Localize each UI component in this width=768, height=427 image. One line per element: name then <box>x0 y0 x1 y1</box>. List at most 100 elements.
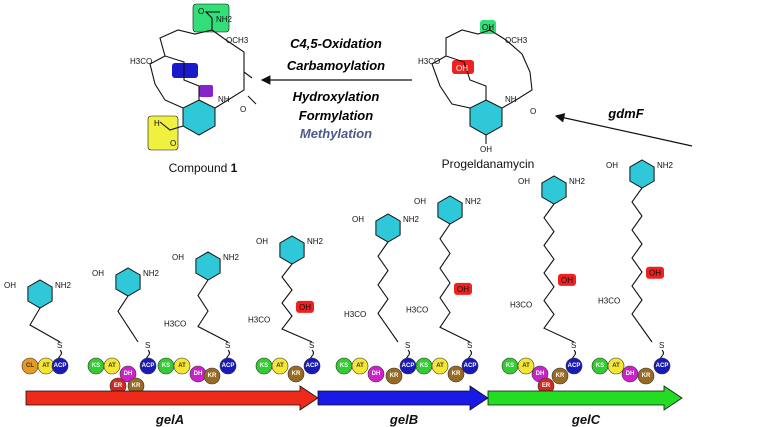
domain-kr <box>637 367 655 385</box>
atom-oh: OH <box>457 285 469 294</box>
polyketide-chain <box>377 241 399 343</box>
atom-s: S <box>659 341 664 350</box>
atom-oh: OH <box>482 23 494 32</box>
atom-oh: OH <box>352 215 364 224</box>
domain-at <box>431 357 449 375</box>
domain-label-acp: ACP <box>142 363 155 369</box>
domain-label-ks: KS <box>260 363 268 369</box>
atom-nh: NH <box>218 95 230 104</box>
gene-arrow-gela <box>25 385 319 411</box>
domain-label-at: AT <box>276 363 284 369</box>
domain-label-kr: KR <box>556 373 565 379</box>
domain-kr <box>385 367 403 385</box>
hydroxyl-highlight <box>558 273 576 286</box>
atom-o: O <box>530 107 536 116</box>
atom-nh2: NH2 <box>55 281 72 290</box>
domain-label-at: AT <box>42 363 50 369</box>
atom-och3: OCH3 <box>226 36 249 45</box>
domain-dh <box>119 365 137 383</box>
domain-at <box>517 357 535 375</box>
atom-oh: OH <box>4 281 16 290</box>
atom-s: S <box>571 341 576 350</box>
arrow-to-progeldanamycin <box>554 113 693 147</box>
polyketide-chain <box>197 279 229 343</box>
atom-nh2: NH2 <box>569 177 586 186</box>
atom-h3co: H3CO <box>418 57 440 66</box>
atom-h: H <box>154 119 160 128</box>
progeldanamycin-label: Progeldanamycin <box>442 157 535 171</box>
atom-oh: OH <box>256 237 268 246</box>
domain-label-acp: ACP <box>568 363 581 369</box>
atom-h3co: H3CO <box>598 297 620 306</box>
gene-arrow-gelb <box>317 385 489 411</box>
aromatic-ring <box>437 195 463 225</box>
gene-label-gelb: gelB <box>389 412 418 427</box>
domain-acp <box>653 357 671 375</box>
atom-h3co: H3CO <box>164 320 186 329</box>
step-oxidation: C4,5-Oxidation <box>290 36 382 51</box>
aromatic-ring <box>115 267 141 297</box>
domain-label-dh: DH <box>124 371 133 377</box>
hydroxyl-extra-highlight <box>199 85 213 97</box>
atom-oh: OH <box>414 197 426 206</box>
atom-oh: OH <box>172 253 184 262</box>
polyketide-chain <box>281 263 313 343</box>
domain-label-kr: KR <box>452 371 461 377</box>
gene-label-gela: gelA <box>155 412 184 427</box>
atom-nh2: NH2 <box>657 161 674 170</box>
atom-o: O <box>240 105 246 114</box>
atom-s: S <box>57 341 62 350</box>
atom-h3co: H3CO <box>344 310 366 319</box>
progeldanamycin-ring <box>469 99 503 136</box>
atom-s: S <box>467 341 472 350</box>
domain-label-at: AT <box>178 363 186 369</box>
polyketide-chain <box>117 295 139 343</box>
atom-h3co: H3CO <box>510 301 532 310</box>
progeldanamycin-structure: H3CO OCH3 OH OH NH O OH <box>418 20 536 154</box>
aromatic-ring <box>629 159 655 189</box>
aromatic-ring <box>195 251 221 281</box>
atom-nh2: NH2 <box>143 269 160 278</box>
atom-s: S <box>225 341 230 350</box>
domain-label-kr: KR <box>390 373 399 379</box>
polyketide-chain <box>29 307 61 343</box>
atom-h3co: H3CO <box>130 57 152 66</box>
gene-arrows: gelA gelB gelC <box>25 385 683 427</box>
atom-nh2: NH2 <box>403 215 420 224</box>
atom-h3co: H3CO <box>406 306 428 315</box>
atom-oh: OH <box>299 303 311 312</box>
domain-kr <box>551 367 569 385</box>
compound-1-structure: H3CO OCH3 NH2 O NH H O O <box>130 3 257 151</box>
atom-oh: OH <box>561 276 573 285</box>
domain-label-er: ER <box>542 383 551 389</box>
domain-label-acp: ACP <box>222 363 235 369</box>
domain-label-ks: KS <box>506 363 514 369</box>
domain-label-dh: DH <box>194 371 203 377</box>
hydroxyl-highlight <box>296 300 314 313</box>
domain-label-acp: ACP <box>656 363 669 369</box>
domain-at <box>351 357 369 375</box>
carbamoyl-highlight <box>192 3 230 33</box>
progeldanamycin-hydroxyl-red <box>452 60 474 74</box>
formyl-highlight <box>147 115 179 151</box>
progeldanamycin-hydroxyl-green <box>480 20 496 34</box>
domain-acp <box>303 357 321 375</box>
aromatic-ring <box>541 175 567 205</box>
domain-dh <box>367 365 385 383</box>
polyketide-chain <box>543 203 575 343</box>
gene-label-gelc: gelC <box>571 412 601 427</box>
domain-label-ks: KS <box>596 363 604 369</box>
domain-label-acp: ACP <box>464 363 477 369</box>
atom-nh2: NH2 <box>465 197 482 206</box>
atom-o: O <box>198 7 204 16</box>
domain-label-at: AT <box>356 363 364 369</box>
domain-at <box>103 357 121 375</box>
atom-och3: OCH3 <box>505 36 528 45</box>
